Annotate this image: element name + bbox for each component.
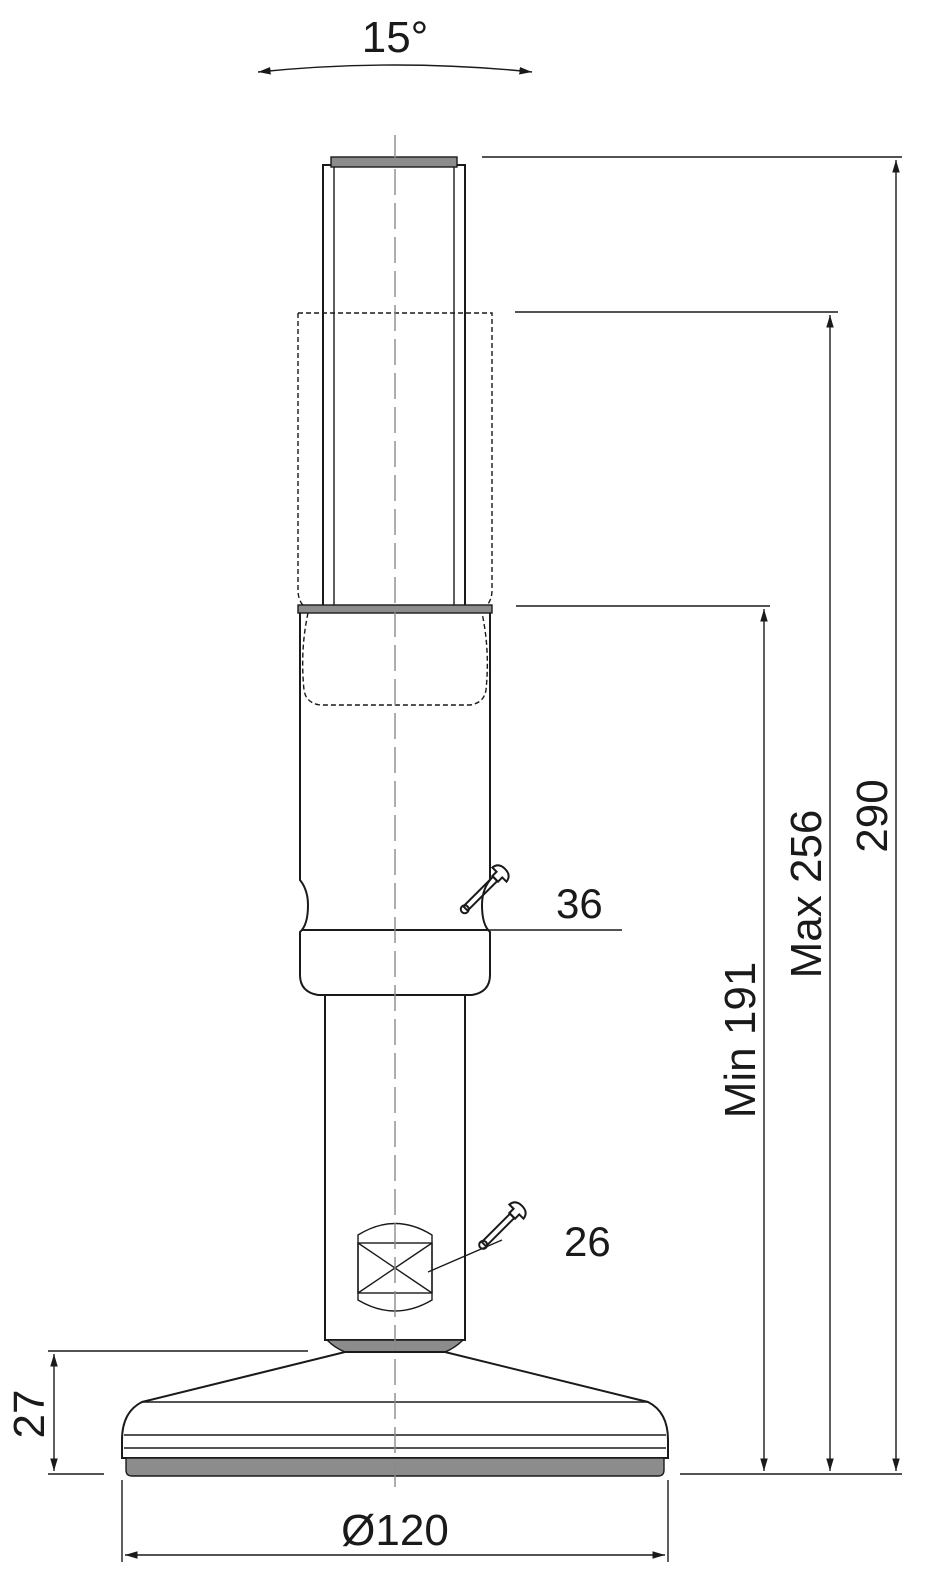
spindle bbox=[322, 156, 466, 609]
base-height-label: 27 bbox=[5, 1390, 54, 1439]
dimension-base-diameter: Ø120 bbox=[121, 1480, 669, 1562]
dimension-base-height: 27 bbox=[5, 1350, 308, 1475]
base-diameter-label: Ø120 bbox=[341, 1506, 449, 1555]
angle-indicator: 15° bbox=[257, 13, 533, 75]
dimension-total-height: 290 bbox=[482, 156, 902, 1475]
height-min-label: Min 191 bbox=[716, 962, 765, 1119]
height-total-label: 290 bbox=[848, 779, 897, 852]
wrench-callout-36: 36 bbox=[459, 864, 622, 931]
wrench-callout-26: 26 bbox=[427, 1201, 611, 1273]
wrench-upper-label: 36 bbox=[556, 880, 603, 927]
angle-label: 15° bbox=[362, 13, 429, 62]
height-max-label: Max 256 bbox=[782, 810, 831, 979]
dimension-max-height: Max 256 bbox=[515, 311, 838, 1471]
dimension-min-height: Min 191 bbox=[516, 605, 770, 1471]
wrench-lower-label: 26 bbox=[564, 1218, 611, 1265]
wrench-icon bbox=[478, 1201, 527, 1250]
wrench-icon bbox=[459, 864, 510, 915]
